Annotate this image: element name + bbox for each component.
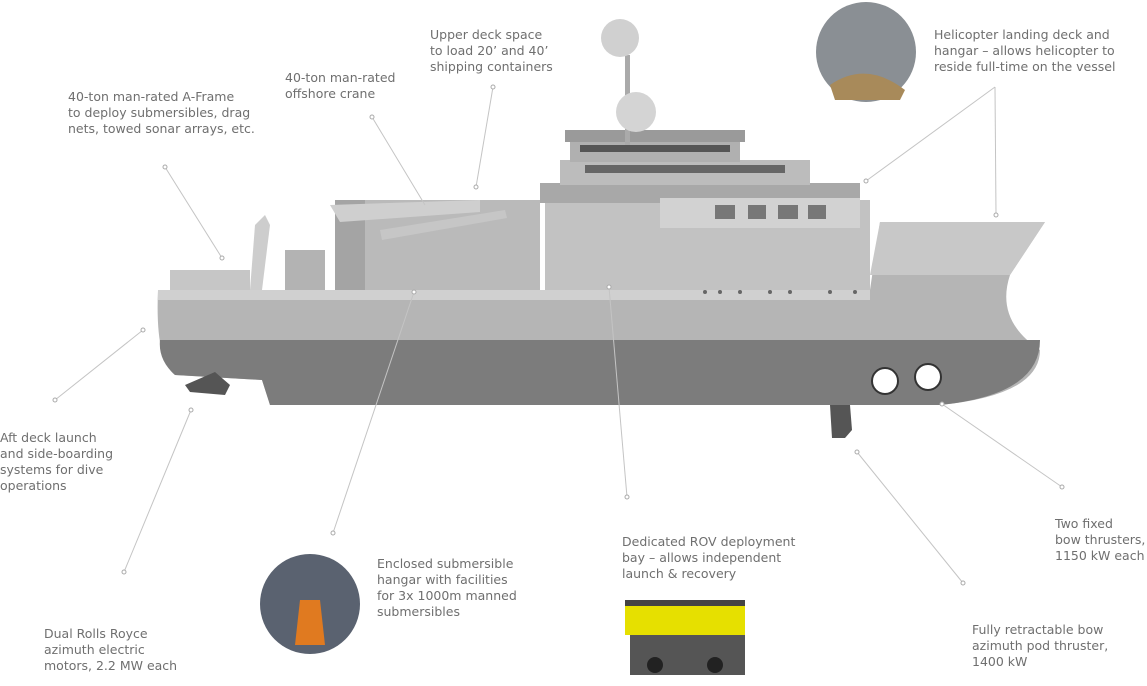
annotation-upper-deck: Upper deck space to load 20’ and 40’ shi… — [430, 27, 553, 74]
hull-lower-shadow — [159, 340, 1040, 405]
crane — [330, 200, 480, 222]
bow-thruster — [871, 367, 899, 395]
hangar-photo — [816, 2, 916, 102]
pod-thruster — [830, 405, 852, 438]
annotation-crane: 40-ton man-rated offshore crane — [285, 70, 396, 101]
annotation-sub-hangar: Enclosed submersible hangar with facilit… — [377, 556, 517, 619]
annotation-bow-thrusters: Two fixed bow thrusters, 1150 kW each — [1055, 516, 1146, 563]
a-frame — [250, 215, 270, 290]
annotation-azimuth-motors: Dual Rolls Royce azimuth electric motors… — [44, 626, 178, 673]
leader-lines — [52, 84, 1065, 586]
rov-image — [625, 600, 745, 675]
annotation-rov-bay: Dedicated ROV deployment bay – allows in… — [622, 534, 796, 581]
annotation-a-frame: 40-ton man-rated A-Frame to deploy subme… — [68, 89, 255, 136]
crane-boom — [380, 210, 507, 240]
radar-dome — [616, 92, 656, 132]
annotation-aft-deck: Aft deck launch and side-boarding system… — [0, 430, 114, 493]
radar-dome — [601, 19, 639, 57]
annotation-helicopter: Helicopter landing deck and hangar – all… — [934, 27, 1116, 74]
azimuth-motor — [185, 372, 230, 395]
bow-thruster — [914, 363, 942, 391]
annotation-pod-thruster: Fully retractable bow azimuth pod thrust… — [972, 622, 1109, 669]
